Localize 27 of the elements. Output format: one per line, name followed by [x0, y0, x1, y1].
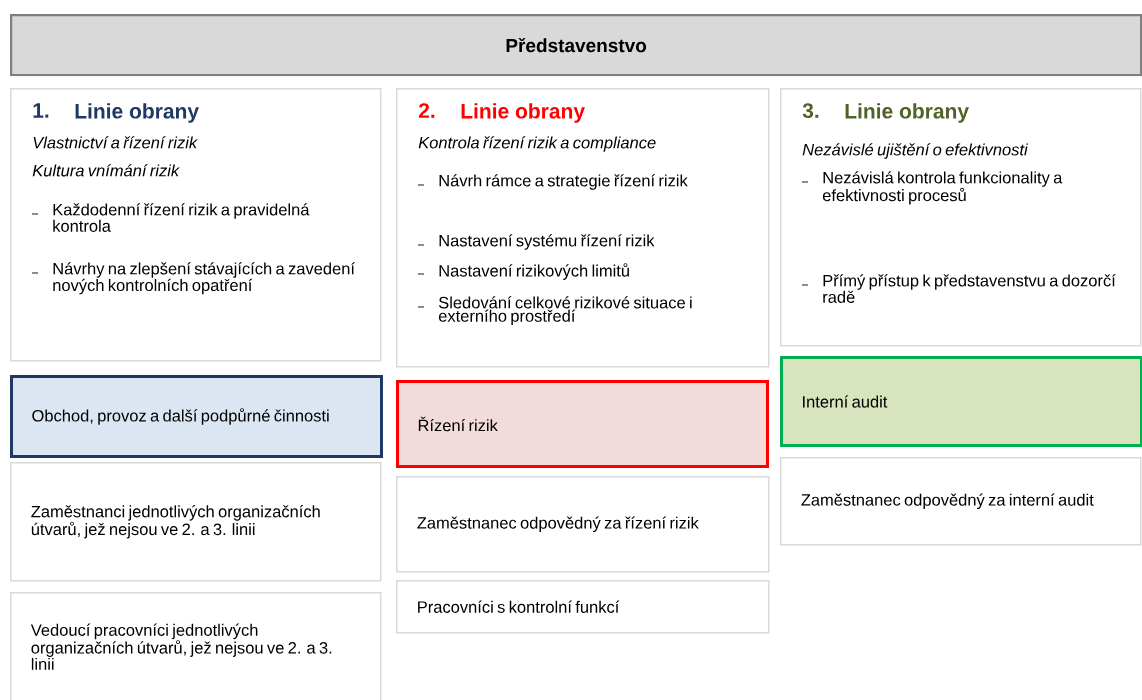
column-card: [780, 88, 1142, 347]
column-heading: 1. Linie obrany: [33, 103, 199, 123]
role-box: Vedoucí pracovníci jednotlivých organizačních útvarů, jež nejsou ve 2. a 3. linii: [10, 592, 382, 700]
subtitle: Kultura vnímání rizik: [32, 164, 180, 177]
role-box: Zaměstnanec odpovědný za řízení rizik: [396, 476, 770, 573]
title-box: Představenstvo: [10, 14, 1142, 77]
bullet-item: Návrhy na zlepšení stávajících a zavedení nových kontrolních opatření: [31, 262, 355, 295]
bullet-item: Nastavení rizikových limitů: [417, 263, 629, 280]
column-card: [396, 88, 770, 368]
function-box: Obchod, provoz a další podpůrné činnosti: [10, 375, 383, 458]
subtitle: Nezávislé ujištění o efektivnosti: [802, 143, 1029, 159]
bullet-item: Nastavení systému řízení rizik: [417, 234, 655, 250]
role-box: Zaměstnanec odpovědný za interní audit: [780, 457, 1142, 546]
bullet-item: Přímý přístup k představenstvu a dozorčí radě: [801, 274, 1116, 303]
function-box: Interní audit: [780, 356, 1142, 447]
bullet-item: Nezávislá kontrola funkcionality a efektivnosti procesů: [801, 171, 1063, 205]
bullet-item: Návrh rámce a strategie řízení rizik: [417, 174, 688, 190]
column-card: [10, 88, 382, 362]
role-box: Pracovníci s kontrolní funkcí: [396, 580, 770, 634]
bullet-item: Každodenní řízení rizik a pravidelná kontrola: [31, 203, 310, 232]
bullet-item: Sledování celkové rizikové situace i externího prostředí: [417, 296, 692, 326]
function-box: Řízení rizik: [396, 380, 769, 468]
subtitle: Kontrola řízení rizik a compliance: [418, 136, 656, 152]
column-heading: 2. Linie obrany: [418, 103, 585, 123]
column-heading: 3. Linie obrany: [802, 103, 969, 123]
role-box: Zaměstnanci jednotlivých organizačních útvarů, jež nejsou ve 2. a 3. linii: [10, 462, 382, 582]
subtitle: Vlastnictví a řízení rizik: [33, 136, 198, 149]
